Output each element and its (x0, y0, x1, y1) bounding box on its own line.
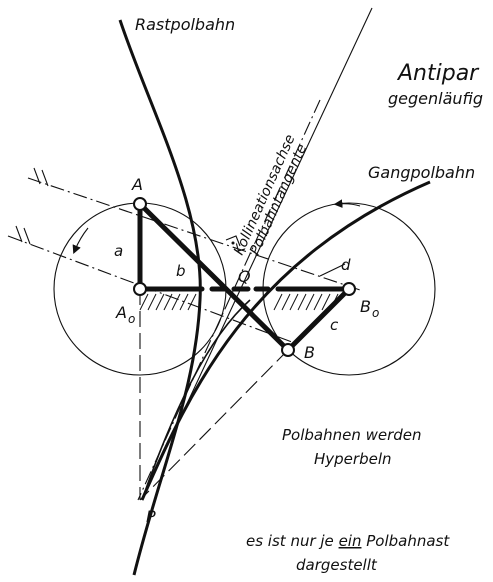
label-point-A0: A (115, 303, 127, 322)
label-link-d: d (341, 256, 351, 274)
joint-B0 (342, 282, 356, 296)
note-polbahnen-line1: Polbahnen werden (282, 426, 422, 444)
note-emphasis-ein: ein (339, 532, 362, 550)
joint-A0 (133, 282, 147, 296)
kollineation-axis-line (169, 7, 373, 441)
label-point-B0-sub: o (372, 306, 379, 320)
rotation-arrow-right (333, 199, 361, 209)
right-angle-mark (225, 235, 241, 247)
label-link-a: a (114, 242, 123, 260)
label-link-c: c (330, 316, 339, 334)
line-B-to-P (139, 349, 289, 501)
label-point-P: P (146, 507, 156, 526)
note-polbahnast-line2: dargestellt (296, 556, 378, 574)
tick-mark-upper-2 (41, 169, 49, 187)
label-rastpolbahn: Rastpolbahn (135, 15, 235, 34)
tick-mark-lower-2 (23, 227, 31, 245)
label-gegenlaeufig: gegenläufig (388, 89, 483, 108)
link-b (137, 201, 291, 353)
right-angle-dot (231, 241, 235, 245)
extension-line-d (319, 263, 346, 277)
note-polbahnast-line1: es ist nur je ein Polbahnast (246, 532, 450, 550)
link-c (285, 286, 352, 353)
rotation-arrow-left (72, 227, 89, 255)
label-antipar: Antipar (396, 61, 480, 86)
gangpolbahn-curve (140, 180, 431, 501)
label-point-Q: Q (238, 267, 251, 286)
label-point-B: B (304, 343, 315, 362)
label-point-B0: B (360, 297, 371, 316)
label-point-A: A (131, 175, 143, 194)
joint-B (281, 343, 295, 357)
ground-hatch-A0 (139, 293, 197, 311)
label-link-b: b (176, 262, 186, 280)
tick-mark-upper-1 (33, 167, 41, 185)
note-polbahnen-line2: Hyperbeln (314, 450, 392, 468)
label-point-A0-sub: o (128, 312, 135, 326)
label-gangpolbahn: Gangpolbahn (368, 163, 475, 182)
polbahn-tangent-line (137, 99, 321, 501)
gangpolbahn-inner-curve (141, 299, 251, 501)
joint-A (133, 197, 147, 211)
tick-mark-lower-1 (15, 225, 23, 243)
rastpolbahn-curve (118, 19, 202, 576)
